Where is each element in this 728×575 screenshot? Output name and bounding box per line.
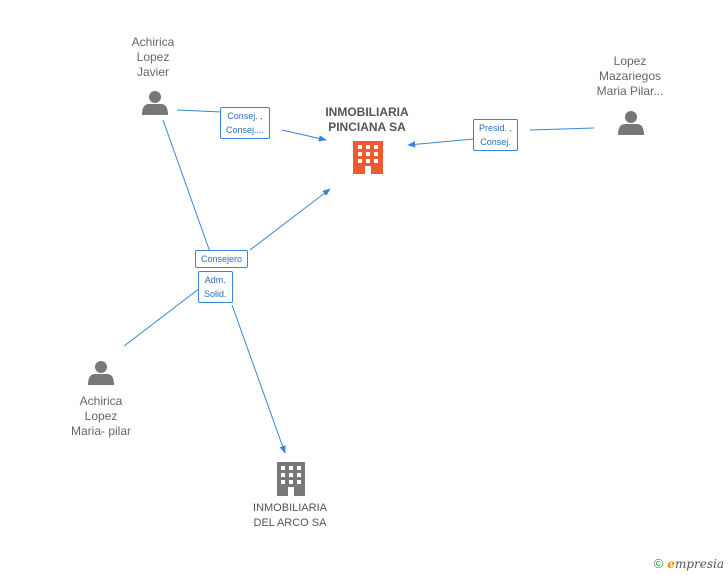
company-label-arco[interactable]: INMOBILIARIA DEL ARCO SA (253, 502, 327, 529)
edge-label-mazariegos-to-main[interactable]: Presid. , Consej. (473, 119, 519, 151)
person-label-mazariegos[interactable]: Lopez Mazariegos Maria Pilar... (596, 54, 664, 98)
edge-label-adm-solid[interactable]: Adm. Solid. (198, 271, 233, 303)
person-label-javier[interactable]: Achirica Lopez Javier (131, 35, 175, 79)
edge-javier-to-arco[interactable] (162, 119, 211, 253)
edge-consejero-to-main[interactable] (249, 188, 331, 251)
edge-javier-to-main-arrow[interactable] (281, 129, 327, 142)
edge-label-javier-to-main[interactable]: Consej. , Consej.... (220, 107, 271, 139)
footer-brand: © empresia (654, 556, 724, 571)
building-icon[interactable] (353, 141, 383, 174)
edge-label-consejero[interactable]: Consejero (195, 250, 249, 268)
person-icon[interactable] (618, 111, 644, 135)
copyright-icon: © (653, 556, 664, 571)
person-icon[interactable] (88, 361, 114, 385)
building-icon[interactable] (277, 462, 305, 496)
main-company-label[interactable]: INMOBILIARIA PINCIANA SA (325, 105, 409, 134)
edge-maria-pilar-to-adm[interactable] (123, 287, 201, 347)
edge-javier-to-main[interactable] (176, 109, 223, 113)
edge-javier-to-arco-arrow[interactable] (231, 304, 286, 454)
person-icon[interactable] (142, 91, 168, 115)
edge-mazariegos-to-main[interactable] (529, 127, 595, 131)
edge-mazariegos-to-main-arrow[interactable] (407, 138, 475, 148)
person-label-maria-pilar[interactable]: Achirica Lopez Maria- pilar (70, 394, 131, 438)
brand-logo: empresia (667, 556, 724, 571)
